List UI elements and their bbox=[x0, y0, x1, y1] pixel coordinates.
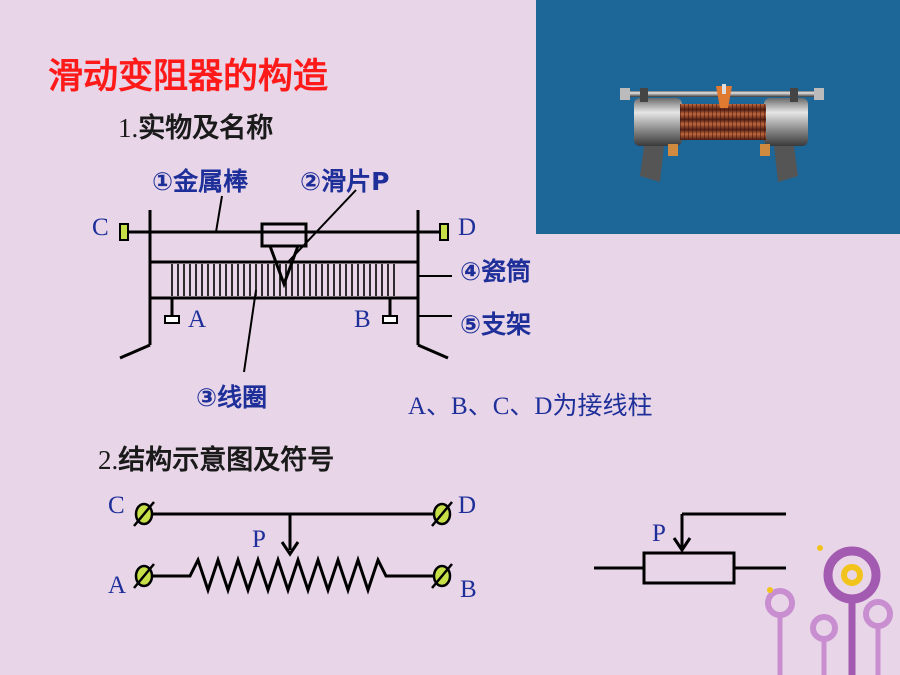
leader-coil bbox=[243, 289, 257, 373]
rheostat-photo bbox=[620, 84, 824, 182]
schematic-label-a: A bbox=[108, 572, 127, 599]
terminal-b bbox=[382, 315, 398, 324]
leader-rod bbox=[215, 195, 223, 233]
porcelain-tube bbox=[148, 260, 420, 300]
photo-end-cap-left bbox=[634, 98, 682, 146]
terminal-note-text: A、B、C、D为接线柱 bbox=[408, 393, 653, 420]
section-1-text: 实物及名称 bbox=[138, 113, 274, 144]
leader-slider bbox=[287, 189, 357, 263]
terminal-label-b: B bbox=[354, 306, 371, 333]
schematic-resistance-wire bbox=[144, 555, 442, 595]
slider-body bbox=[260, 222, 308, 248]
symbol-label-p: P bbox=[652, 520, 666, 547]
label-coil: ③线圈 bbox=[196, 383, 268, 412]
label-metal-rod: ①金属棒 bbox=[152, 167, 249, 196]
schematic-slider-arrow bbox=[280, 541, 300, 557]
schematic-label-d: D bbox=[458, 492, 477, 519]
terminal-c bbox=[119, 223, 129, 241]
schematic-label-c: C bbox=[108, 492, 125, 519]
section-1-heading: 1.实物及名称 bbox=[118, 106, 273, 145]
label-frame: ⑤支架 bbox=[460, 310, 532, 339]
foot-right bbox=[417, 343, 449, 360]
label-slider: ②滑片P bbox=[300, 167, 390, 196]
foot-left bbox=[119, 343, 151, 360]
coil-windings bbox=[171, 264, 395, 296]
symbol-slider-arrow bbox=[672, 537, 692, 553]
section-2-number: 2. bbox=[98, 445, 119, 475]
schematic-label-p: P bbox=[252, 526, 266, 553]
label-porcelain-tube: ④瓷筒 bbox=[460, 257, 532, 286]
photo-end-cap-right bbox=[764, 98, 808, 146]
page-title: 滑动变阻器的构造 bbox=[48, 57, 329, 97]
rheostat-photo-panel bbox=[536, 0, 900, 234]
terminal-a bbox=[164, 315, 180, 324]
terminal-note: A、B、C、D为接线柱 bbox=[408, 386, 652, 422]
schematic-terminals bbox=[133, 501, 453, 589]
symbol-resistor-box bbox=[642, 551, 736, 585]
section-2-text: 结构示意图及符号 bbox=[118, 445, 335, 476]
section-2-heading: 2.结构示意图及符号 bbox=[98, 438, 334, 477]
slider-contact bbox=[268, 245, 300, 289]
terminal-label-d: D bbox=[458, 214, 477, 241]
terminal-d bbox=[439, 223, 449, 241]
photo-coil bbox=[680, 104, 766, 140]
photo-foot-left bbox=[640, 146, 664, 182]
section-1-number: 1. bbox=[118, 113, 139, 143]
decor-circles bbox=[765, 545, 893, 675]
terminal-label-c: C bbox=[92, 214, 109, 241]
terminal-label-a: A bbox=[188, 306, 207, 333]
photo-foot-right bbox=[774, 146, 798, 182]
photo-slider bbox=[716, 86, 732, 108]
schematic-label-b: B bbox=[460, 576, 477, 603]
